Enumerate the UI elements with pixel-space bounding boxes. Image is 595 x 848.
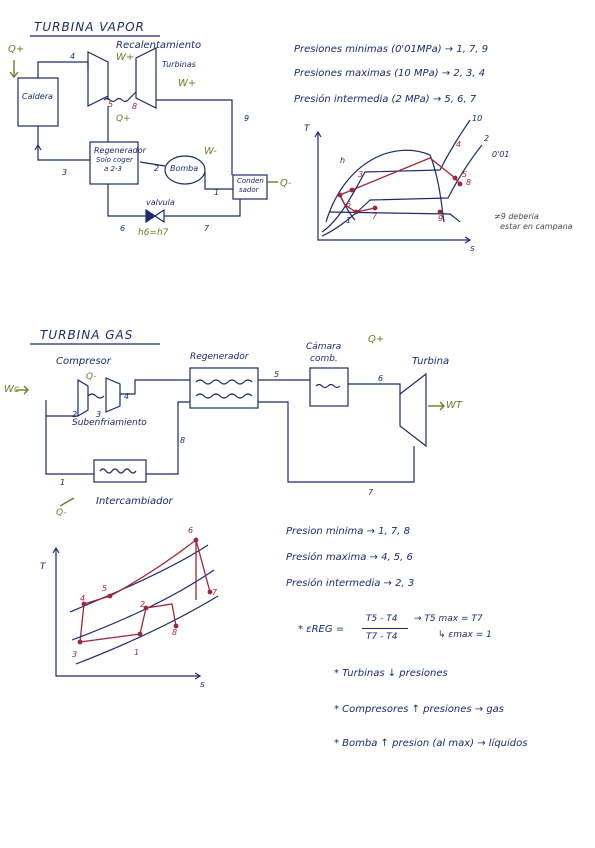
vapor-ts-label-8: 8 [466,178,472,187]
vapor-valvula-label: valvula [146,198,175,207]
gas-ts-axis-s: s [200,680,205,690]
vapor-node-2: 2 [154,164,160,173]
vapor-q-minus: Q- [280,178,292,189]
vapor-bomba-label: Bomba [170,164,199,173]
gas-subenfriamiento-label: Subenfriamiento [72,418,147,428]
vapor-condensador-label-2: sador [239,186,259,194]
gas-node-3: 3 [96,410,102,419]
vapor-pres-min: Presiones minimas (0'01MPa) → 1, 7, 9 [294,44,489,55]
vapor-pres-max: Presiones maximas (10 MPa) → 2, 3, 4 [294,68,486,79]
vapor-ts-label-5: 5 [462,170,468,179]
vapor-ts-label-7: 7 [372,212,378,221]
gas-node-6: 6 [378,374,384,383]
vapor-pres-int: Presión intermedia (2 MPa) → 5, 6, 7 [294,94,477,105]
vapor-q-plus-2: Q+ [116,114,131,124]
gas-q-minus-1: Q- [86,372,97,382]
gas-pres-int: Presión intermedia → 2, 3 [286,578,415,589]
gas-node-8: 8 [180,436,186,445]
vapor-q-plus-1: Q+ [8,44,25,55]
vapor-ts-axis-t: T [304,124,310,134]
vapor-node-7: 7 [204,224,210,233]
gas-pres-min: Presion minima → 1, 7, 8 [286,526,410,537]
gas-ts-label-3: 3 [72,650,78,659]
gas-q-plus: Q+ [368,334,385,345]
gas-regenerador-label: Regenerador [190,352,249,362]
gas-pres-max: Presión maxima → 4, 5, 6 [286,552,413,563]
vapor-ts-label-3: 3 [358,170,364,179]
gas-ts-label-4: 4 [80,594,86,603]
gas-intercambiador-label: Intercambiador [96,496,173,507]
vapor-recalentamiento-label: Recalentamiento [116,40,202,51]
vapor-node-6: 6 [120,224,126,233]
vapor-w-minus: W- [204,146,217,157]
gas-ts-label-5: 5 [102,584,108,593]
gas-q-minus-2: Q- [56,508,67,518]
vapor-node-3: 3 [62,168,68,177]
vapor-w-plus-1: W+ [116,52,135,63]
vapor-node-8: 8 [132,102,138,111]
vapor-ts-note-2: estar en campana [500,222,573,231]
vapor-w-plus-2: W+ [178,78,197,89]
gas-node-5: 5 [274,370,280,379]
gas-eff-num: T5 - T4 [366,614,398,624]
vapor-h-equality: h6=h7 [138,228,169,238]
vapor-ts-axis-s: s [470,244,475,254]
vapor-ts-note-1: ≠9 deberia [494,212,539,221]
gas-note-3: * Bomba ↑ presion (al max) → líquidos [334,738,528,749]
vapor-node-1: 1 [214,188,220,197]
vapor-node-5: 5 [108,100,114,109]
gas-compresor-label: Compresor [56,356,111,367]
vapor-condensador-label-1: Conden [237,177,264,185]
gas-turbina-label: Turbina [412,356,450,367]
gas-wc-label: Wc [4,384,20,395]
vapor-ts-label-h: h [340,156,346,165]
gas-ts-label-8: 8 [172,628,178,637]
gas-node-2: 2 [72,410,78,419]
vapor-caldera-label: Caldera [22,92,53,101]
gas-node-4: 4 [124,392,130,401]
vapor-ts-label-6: 6 [346,200,352,209]
gas-eff-right2: ↳ εmax = 1 [438,630,492,640]
vapor-ts-label-1: 1 [346,216,352,225]
gas-eff-fraction-bar [362,628,408,629]
vapor-turbinas-label: Turbinas [162,60,196,69]
gas-ts-axis-t: T [40,562,46,572]
gas-node-1: 1 [60,478,66,487]
vapor-regenerador-label: Regenerador [94,146,146,155]
vapor-regen-sub1: Solo coger [96,156,133,164]
gas-eff-den: T7 - T4 [366,632,398,642]
vapor-node-9: 9 [244,114,250,123]
gas-ts-label-2: 2 [140,600,146,609]
gas-title: TURBINA GAS [40,328,134,342]
gas-ts-label-1: 1 [134,648,140,657]
gas-note-2: * Compresores ↑ presiones → gas [334,704,505,715]
gas-camara-label-1: Cámara [306,342,342,352]
vapor-ts-label-2: 2 [484,134,490,143]
vapor-ts-label-001: 0'01 [492,150,510,159]
vapor-ts-label-9: 9 [438,214,444,223]
vapor-node-4: 4 [70,52,76,61]
gas-ts-label-7: 7 [212,588,218,597]
vapor-regen-sub2: a 2-3 [104,165,122,173]
gas-camara-label-2: comb. [310,354,338,364]
vapor-ts-label-10: 10 [472,114,483,123]
gas-node-7: 7 [368,488,374,497]
gas-eff-right1: → T5 max = T7 [414,614,483,624]
gas-eff-left: * εREG = [298,624,345,635]
vapor-ts-label-4: 4 [456,140,462,149]
gas-note-1: * Turbinas ↓ presiones [334,668,448,679]
gas-wt-label: WT [446,400,462,411]
gas-ts-label-6: 6 [188,526,194,535]
vapor-title: TURBINA VAPOR [34,20,145,34]
